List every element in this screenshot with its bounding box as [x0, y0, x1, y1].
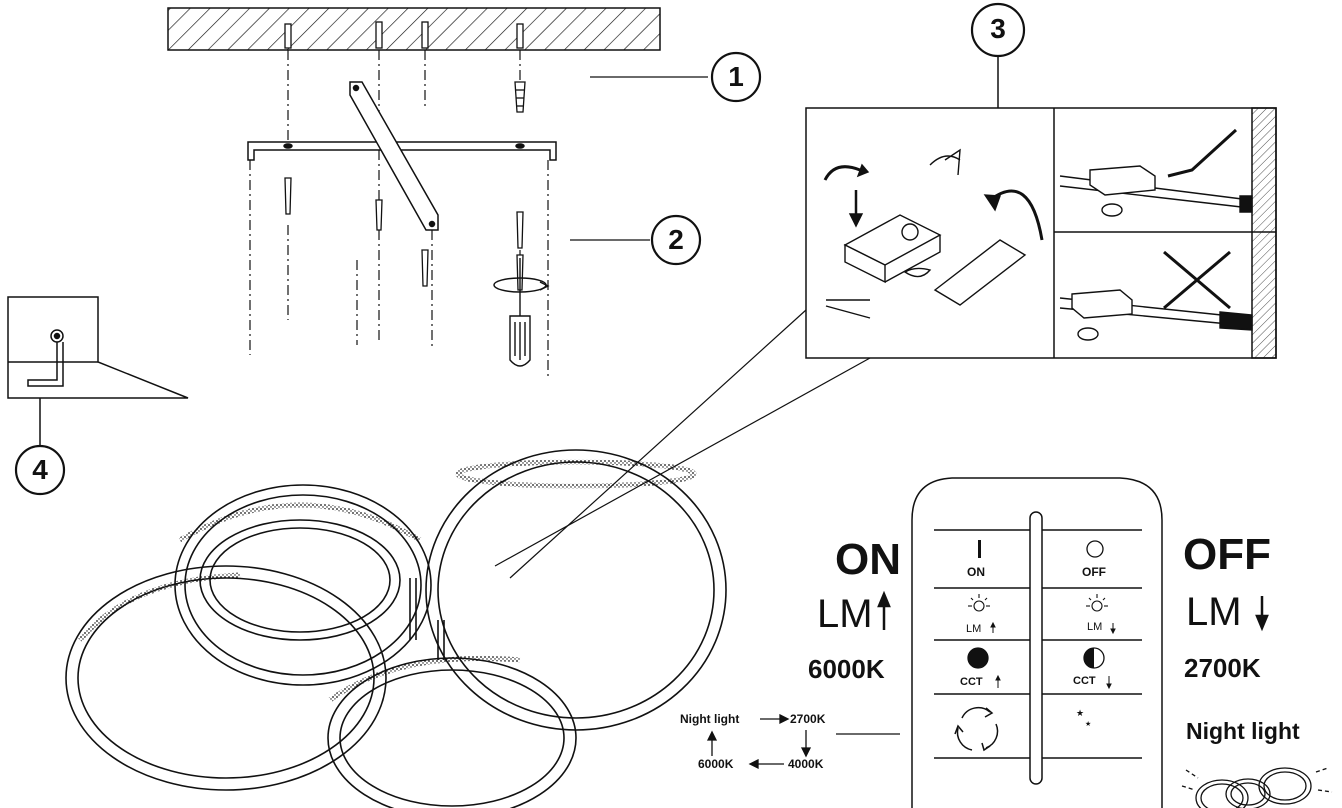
svg-text:★: ★ — [1076, 709, 1084, 719]
wall-plugs — [514, 81, 526, 113]
off-label: OFF — [1183, 530, 1271, 579]
on-icon — [978, 540, 981, 558]
step-circles — [14, 2, 1026, 496]
svg-text:★: ★ — [1085, 720, 1091, 728]
leader-lines — [570, 76, 708, 241]
step-number-1: 1 — [728, 61, 744, 92]
cct-down-icon — [1083, 647, 1105, 669]
dash-dot-lines — [249, 50, 549, 380]
step-number-2: 2 — [668, 224, 684, 255]
step-number-3: 3 — [990, 13, 1006, 44]
remote-on-label: ON — [967, 565, 985, 579]
remote-cct-down-label: CCT — [1073, 675, 1096, 687]
ceiling — [167, 7, 661, 51]
brightness-up-icon — [968, 594, 990, 612]
step-number-4: 4 — [32, 454, 48, 485]
night-light-lamp-icon — [1181, 767, 1333, 808]
cycle-arrows — [706, 713, 900, 770]
lm-up-label: LM — [817, 592, 873, 636]
wire-correct-drawing — [1059, 128, 1253, 217]
wire-wrong-drawing — [1059, 250, 1253, 341]
cycle-6000k: 6000K — [698, 757, 734, 771]
ceiling-screws — [284, 21, 524, 49]
terminal-block-drawing — [823, 148, 1044, 319]
remote-lm-down-label: LM — [1087, 621, 1103, 633]
on-label: ON — [835, 535, 901, 584]
screwdriver-icon — [493, 258, 550, 367]
off-icon — [1086, 540, 1104, 558]
wall-box-drawing — [7, 296, 189, 399]
lm-down-arrow — [1255, 596, 1269, 632]
fixing-screws — [284, 177, 524, 291]
remote-lm-up-label: LM — [966, 623, 982, 635]
brightness-down-icon — [1086, 594, 1108, 612]
cycle-icon — [954, 706, 999, 752]
zoom-lines — [494, 309, 871, 579]
remote-cct-up-label: CCT — [960, 676, 983, 688]
night-moon-icon: ★ ★ — [1076, 709, 1111, 744]
cycle-4000k: 4000K — [788, 757, 824, 771]
kelvin-warm-label: 2700K — [1184, 653, 1261, 683]
cycle-2700k: 2700K — [790, 712, 826, 726]
remote-off-label: OFF — [1082, 565, 1106, 579]
remote-body — [911, 477, 1163, 808]
lm-down-label: LM — [1186, 590, 1242, 634]
cct-up-icon — [967, 647, 989, 669]
cycle-night-light: Night light — [680, 712, 740, 726]
remote-arrows — [990, 621, 1116, 690]
mounting-bracket — [247, 81, 557, 231]
night-light-label: Night light — [1186, 718, 1300, 744]
ring-lamp-drawing — [65, 449, 727, 808]
kelvin-cold-label: 6000K — [808, 654, 885, 684]
lm-up-arrow — [877, 590, 891, 630]
